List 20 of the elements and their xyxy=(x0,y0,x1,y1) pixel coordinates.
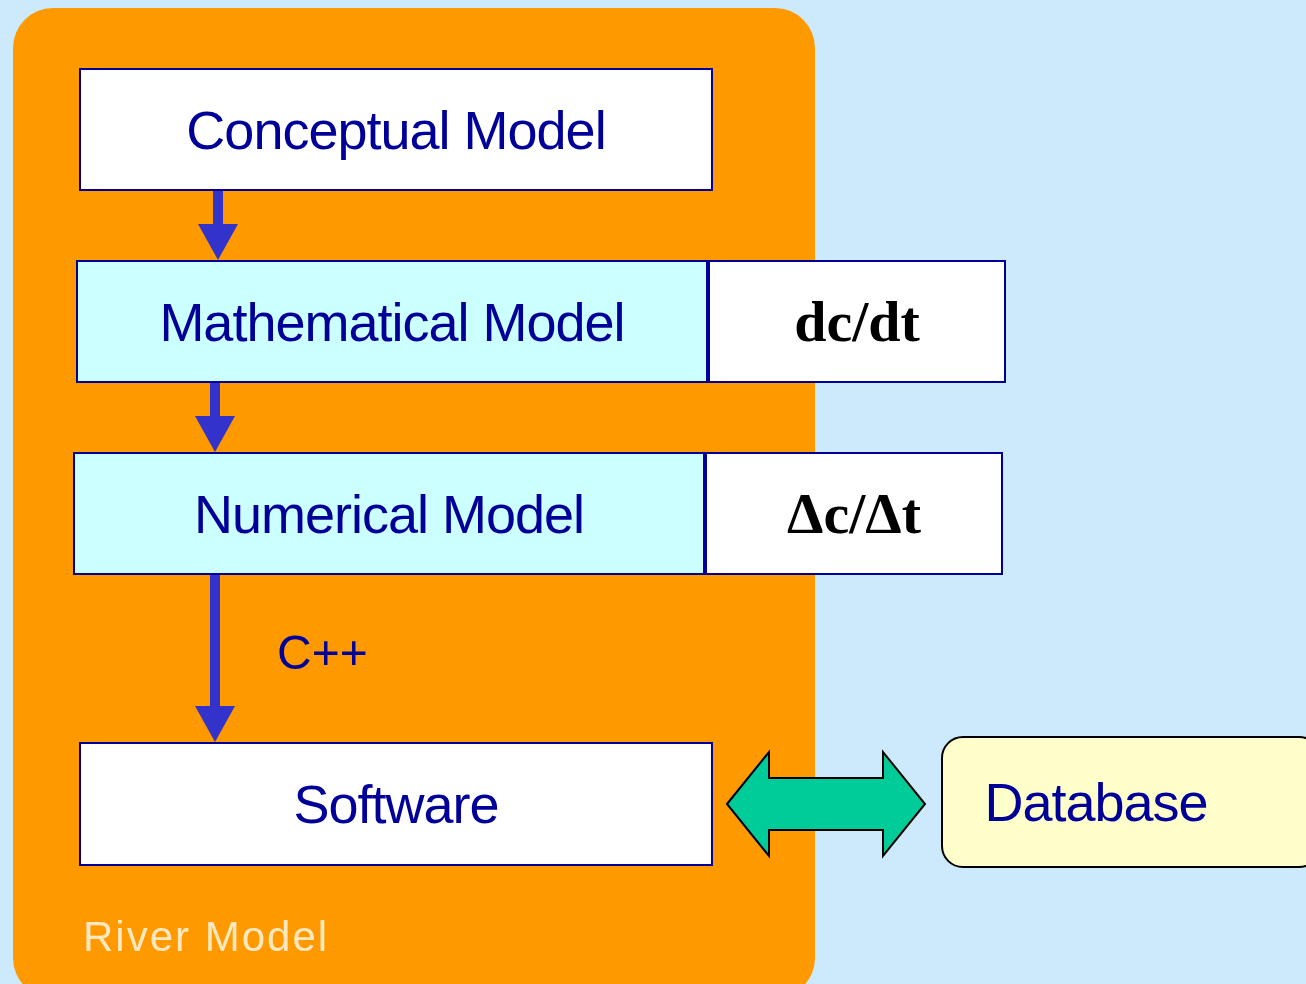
edge-label: C++ xyxy=(277,624,368,680)
process-box xyxy=(79,742,713,866)
formula-text: Δc/Δt xyxy=(787,480,921,547)
formula-text: dc/dt xyxy=(794,288,920,355)
double-arrow xyxy=(725,749,927,859)
arrow xyxy=(195,383,235,452)
box-label: Mathematical Model xyxy=(159,290,625,353)
arrow xyxy=(198,191,238,260)
panel-title: River Model xyxy=(83,913,330,961)
formula-box xyxy=(705,452,1003,575)
process-box xyxy=(79,68,713,191)
box-label: Conceptual Model xyxy=(186,98,606,161)
process-box xyxy=(76,260,708,383)
process-box xyxy=(73,452,705,575)
box-label: Numerical Model xyxy=(193,482,585,545)
formula-box xyxy=(708,260,1006,383)
box-label: Database xyxy=(984,771,1208,833)
box-label: Software xyxy=(293,773,499,835)
arrow xyxy=(195,575,235,742)
database-box xyxy=(941,736,1306,868)
